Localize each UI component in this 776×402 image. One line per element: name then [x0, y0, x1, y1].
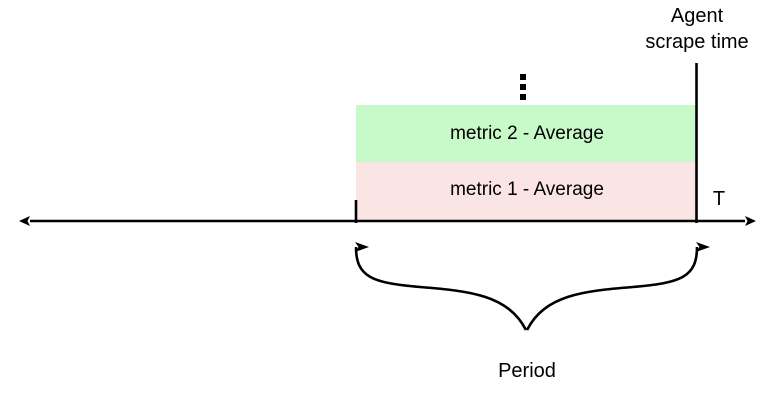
agent-scrape-time-label-line2: scrape time — [645, 31, 748, 53]
time-axis-label: T — [713, 188, 725, 210]
metric-band-1 — [356, 162, 696, 221]
vertical-ellipsis-icon — [520, 74, 526, 100]
period-brace-left — [354, 242, 528, 331]
period-label: Period — [498, 360, 556, 382]
metric-band-1-label: metric 1 - Average — [450, 179, 604, 200]
metric-band-2 — [356, 105, 696, 162]
agent-scrape-time-label-line1: Agent — [671, 5, 724, 27]
metric-band-2-label: metric 2 - Average — [450, 123, 604, 144]
period-brace-right — [525, 241, 710, 331]
